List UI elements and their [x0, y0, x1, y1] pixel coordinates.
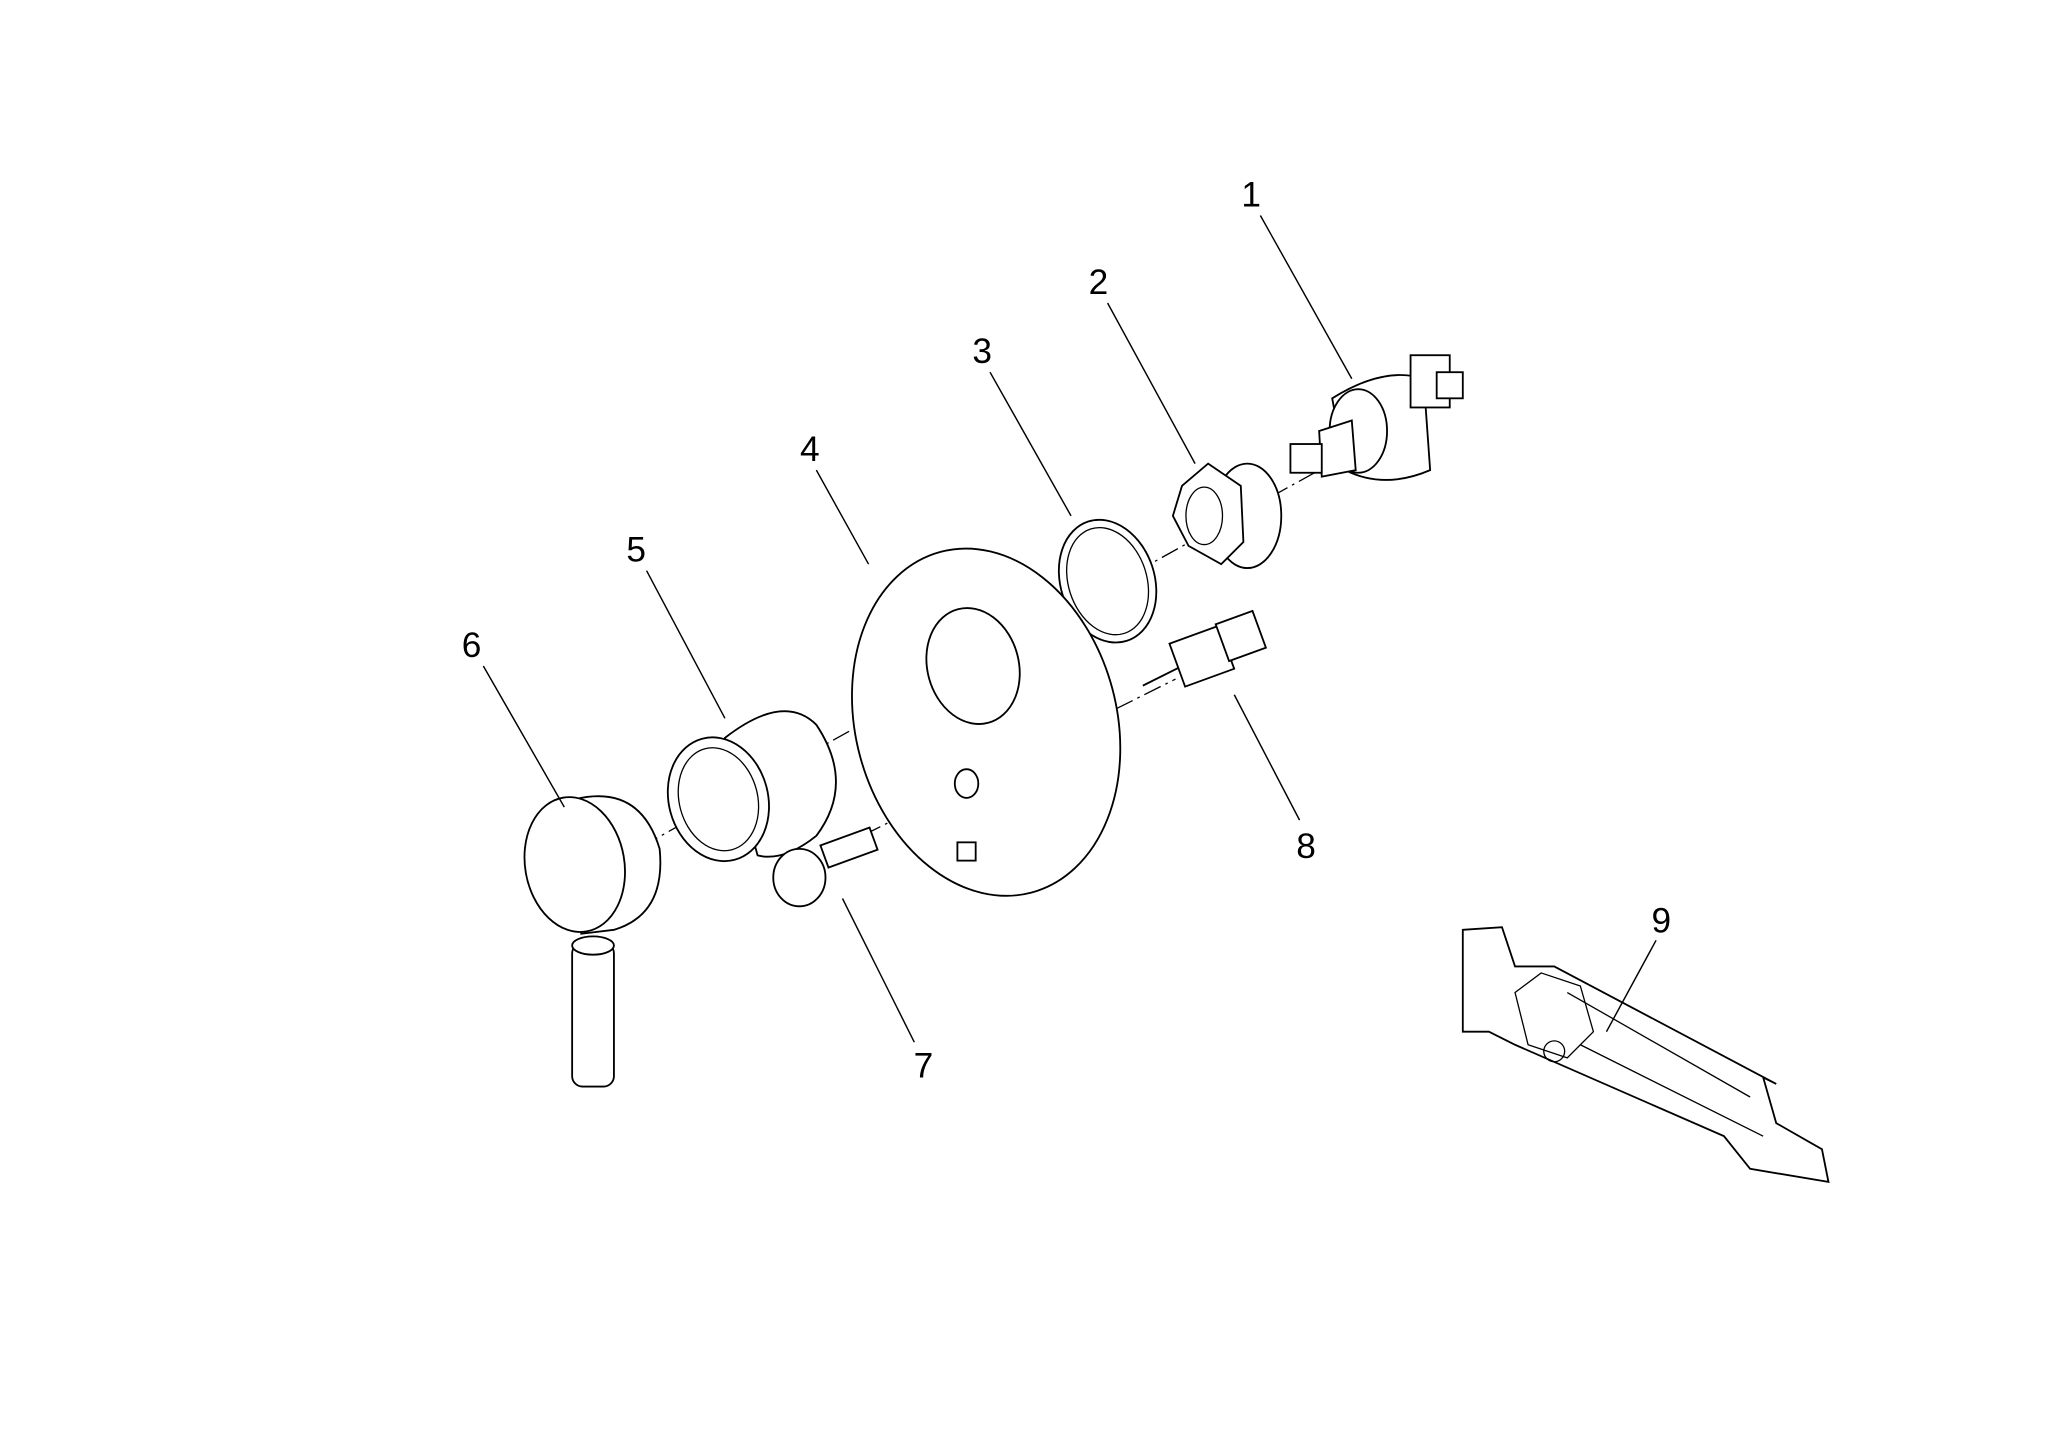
label-part-5: 5 — [626, 531, 646, 570]
label-part-3: 3 — [972, 332, 992, 371]
label-part-9: 9 — [1652, 901, 1672, 940]
label-part-1: 1 — [1241, 175, 1261, 214]
part-4-escutcheon — [851, 547, 1122, 897]
label-part-2: 2 — [1089, 263, 1109, 302]
part-1-cartridge — [1289, 354, 1464, 481]
part-3-o-ring — [1057, 518, 1158, 644]
label-part-8: 8 — [1296, 827, 1316, 866]
label-part-7: 7 — [914, 1046, 934, 1085]
part-5-sleeve — [666, 710, 837, 863]
leader-6 — [482, 665, 565, 808]
leader-3 — [989, 371, 1072, 517]
leader-1 — [1259, 215, 1353, 380]
leader-9 — [1605, 939, 1657, 1033]
label-part-6: 6 — [462, 626, 482, 665]
part-8-diverter — [1142, 609, 1268, 688]
leader-4 — [815, 469, 870, 565]
leader-5 — [645, 570, 726, 719]
part-7-knob — [772, 826, 879, 908]
label-part-4: 4 — [800, 430, 820, 469]
leader-7 — [841, 898, 915, 1043]
part-2-nut — [1171, 462, 1283, 570]
part-6-handle — [523, 795, 662, 1088]
part-9-wrench — [1461, 926, 1830, 1184]
leader-8 — [1233, 694, 1301, 821]
leader-2 — [1106, 302, 1196, 464]
